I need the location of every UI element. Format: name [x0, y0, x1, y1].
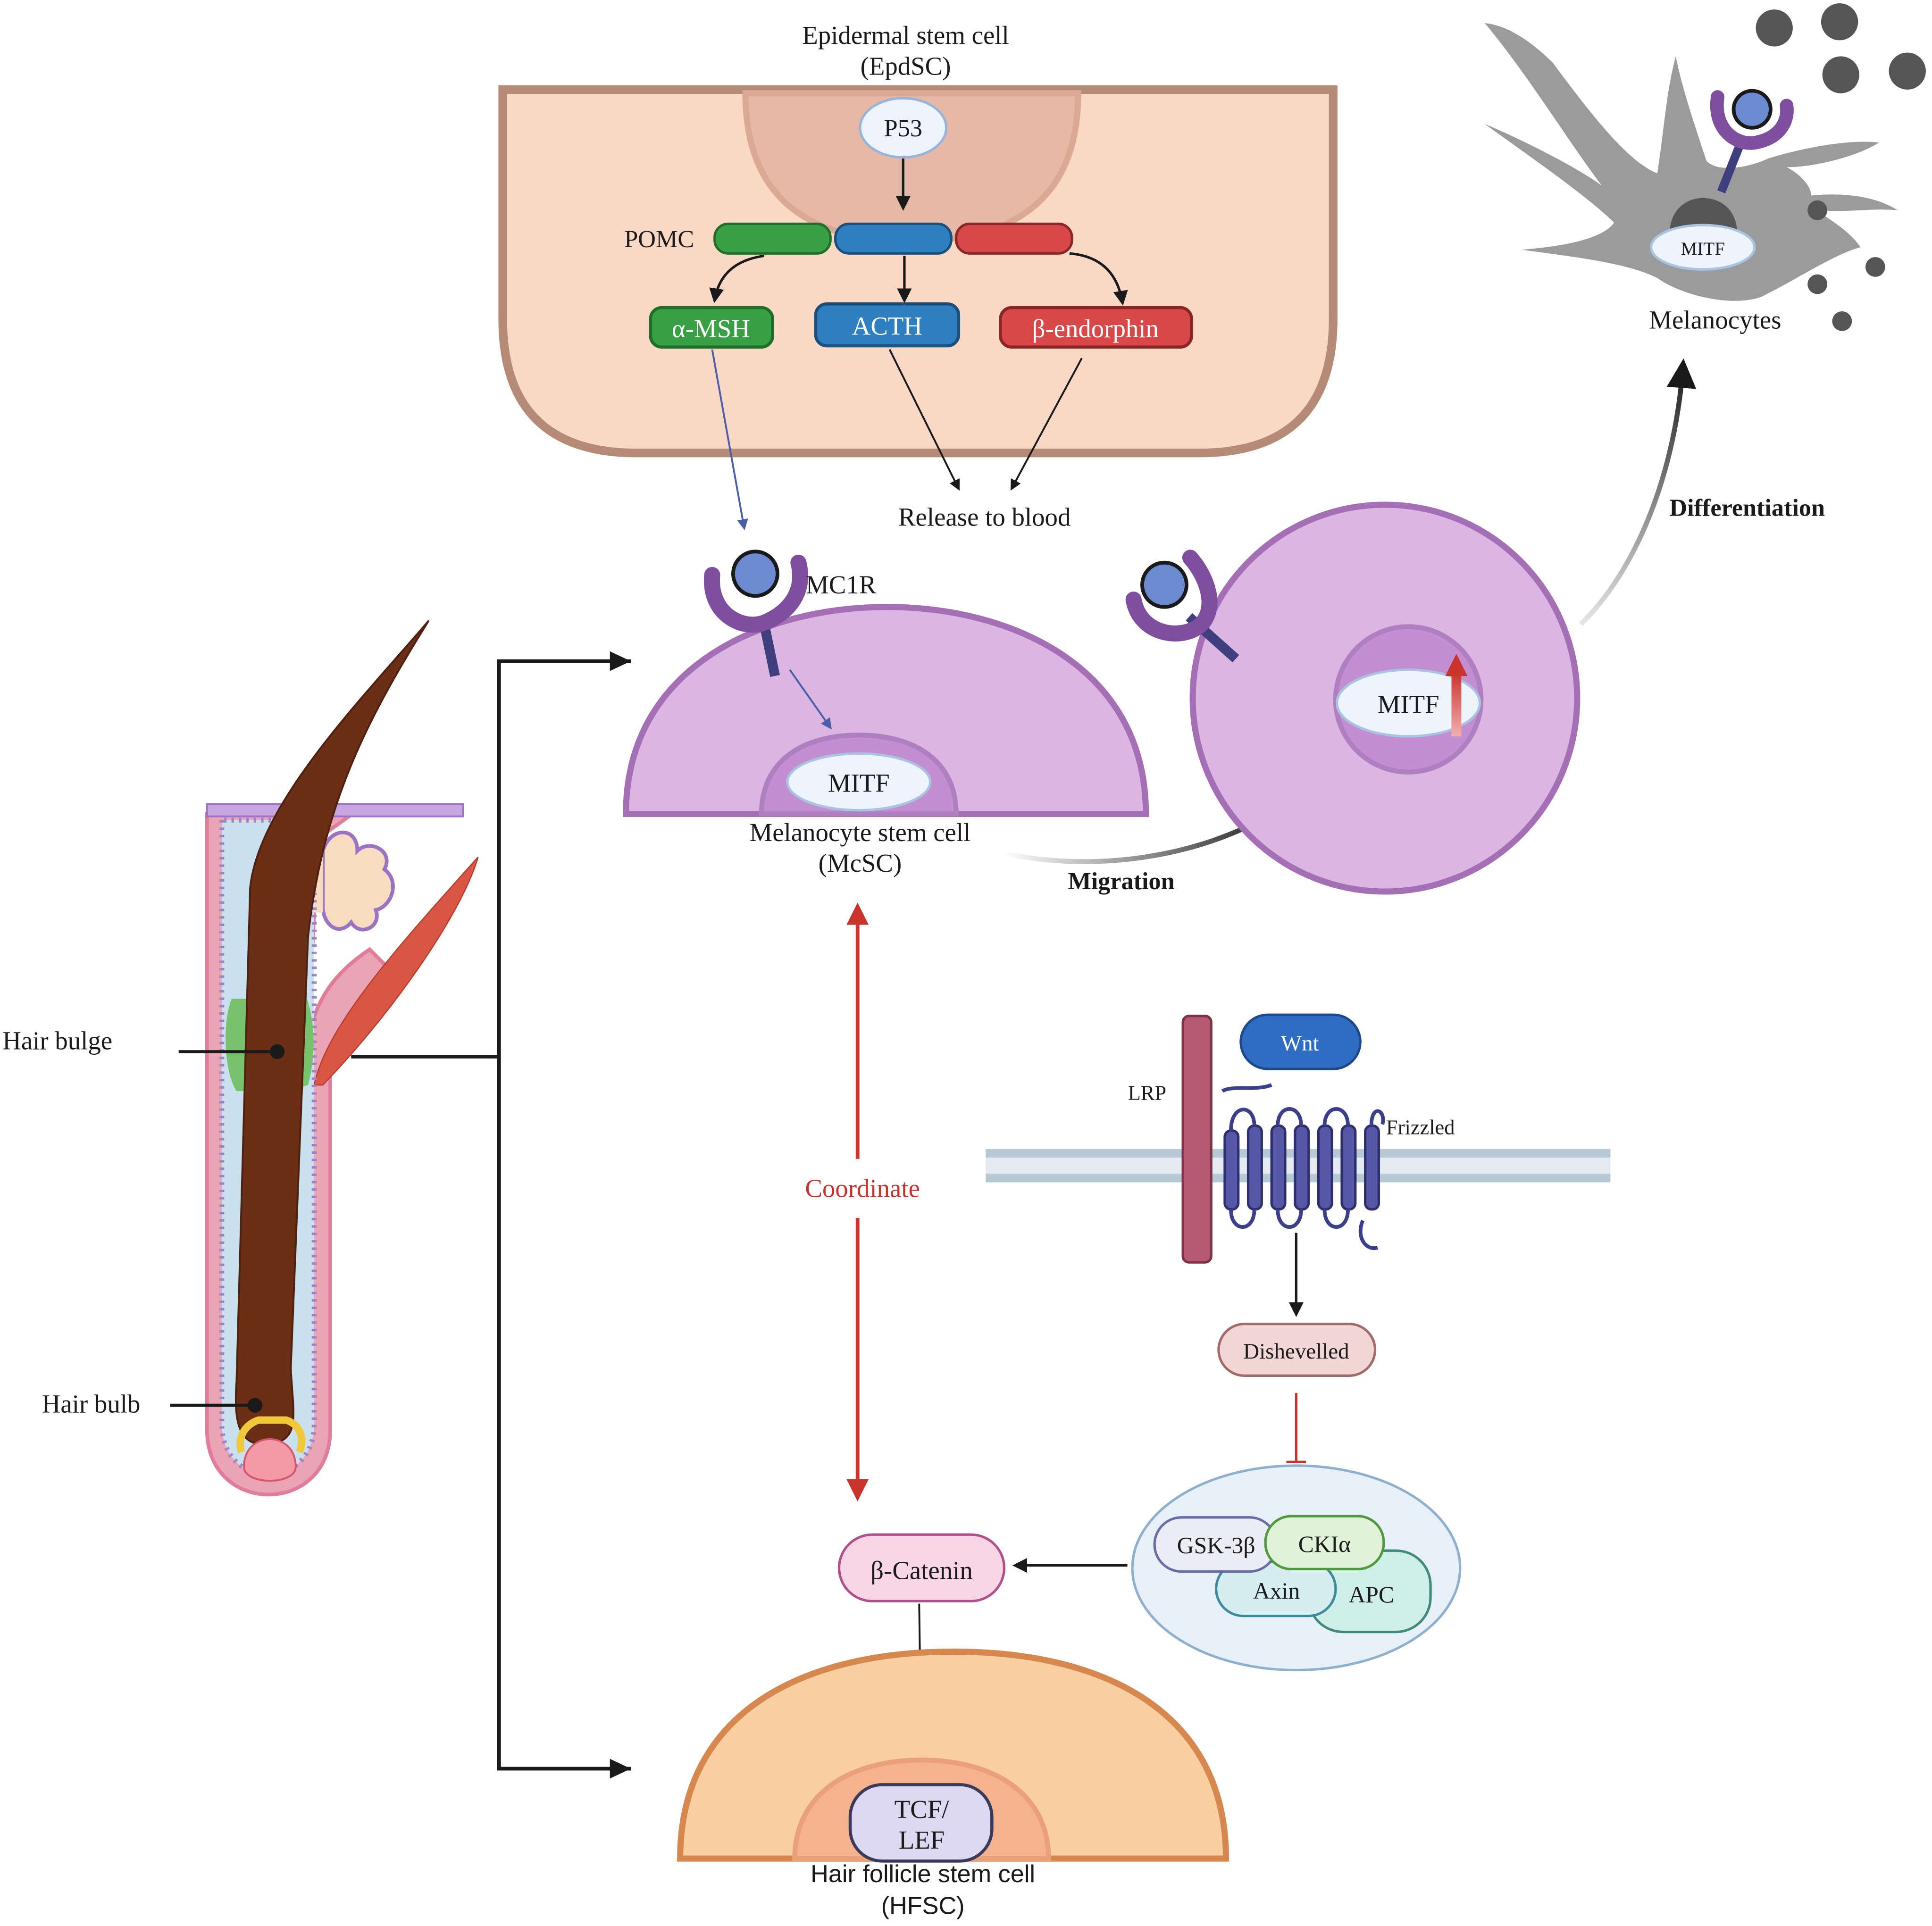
hair-bulge-label: Hair bulge [2, 1026, 112, 1055]
beta-endorphin-label: β-endorphin [1032, 314, 1158, 343]
lrp-receptor [1181, 1015, 1213, 1264]
beta-endorphin-to-blood-arrow [1010, 358, 1083, 491]
mc1r-label: MC1R [806, 570, 877, 599]
hair-bulge-dot [269, 1044, 285, 1059]
tcf-label-line1: TCF/ [895, 1795, 950, 1824]
wnt-label: Wnt [1281, 1031, 1319, 1056]
hair-bulb-dot [247, 1398, 263, 1413]
migrated-melanocyte-cell: MITF Differentiation [1125, 358, 1825, 895]
wnt-signaling-pathway: LRP Wnt [837, 1013, 1611, 1784]
bulge-bracket-connector [351, 651, 631, 1779]
melanocyte-mitf-label: MITF [1681, 239, 1725, 259]
epidermal-stem-cell: Epidermal stem cell (EpdSC) P53 POMC α-M… [498, 21, 1338, 531]
epidermal-title-line1: Epidermal stem cell [802, 21, 1009, 50]
beta-catenin-label: β-Catenin [870, 1556, 973, 1584]
hair-bulb-label: Hair bulb [42, 1390, 141, 1418]
dermal-papilla [243, 1438, 297, 1482]
pomc-blue-segment [834, 222, 953, 255]
melanocytes-title: Melanocytes [1649, 306, 1781, 334]
mcsc-title-line2: (McSC) [819, 849, 902, 877]
arrector-pili-muscle [313, 857, 479, 1086]
cki-node [1264, 1515, 1385, 1571]
migrated-receptor-icon [1125, 550, 1239, 663]
hair-follicle-illustration: Hair bulge Hair bulb [2, 620, 479, 1497]
migrated-mitf-label: MITF [1378, 690, 1439, 718]
hfsc-title-line1: Hair follicle stem cell [811, 1860, 1035, 1888]
tcf-lef-node [848, 1783, 994, 1863]
melanocyte-mitf-node [1649, 224, 1756, 271]
pomc-red-segment [954, 222, 1073, 255]
mc1r-to-mitf-arrow [789, 669, 832, 730]
pomc-to-alpha-msh-arrow [709, 254, 764, 303]
beta-catenin-node [837, 1533, 1006, 1602]
dishevelled-label: Dishevelled [1243, 1339, 1349, 1364]
differentiation-arrow [1579, 358, 1697, 626]
release-to-blood-label: Release to blood [898, 502, 1071, 531]
frizzled-label: Frizzled [1386, 1116, 1455, 1139]
p53-label: P53 [884, 115, 922, 142]
migrated-mitf-node [1335, 668, 1481, 738]
frizzled-receptor [1221, 1083, 1385, 1251]
alpha-msh-to-mc1r-arrow [711, 349, 748, 531]
mc1r-receptor-icon [704, 550, 808, 677]
pomc-label: POMC [624, 225, 694, 253]
hfsc-title-line2: (HFSC) [881, 1893, 965, 1920]
beta-endorphin-box [999, 306, 1193, 349]
tcf-label-line2: LEF [899, 1826, 945, 1854]
mcsc-mitf-label: MITF [828, 768, 890, 797]
mcsc-cell-body [623, 604, 1149, 817]
axin-label: Axin [1253, 1578, 1300, 1604]
melanocyte-stem-cell: MITF MC1R Melanocyte stem cell (McSC) Mi… [623, 550, 1291, 895]
sebaceous-gland [321, 830, 395, 932]
lrp-label: LRP [1128, 1081, 1166, 1104]
mitf-upregulation-arrow-icon [1445, 653, 1468, 736]
pomc-green-segment [713, 222, 832, 255]
melanocytes: MITF Melanocytes [1484, 3, 1926, 334]
dishevelled-node [1217, 1323, 1377, 1377]
epidermal-cell-body [498, 85, 1338, 458]
acth-box [814, 302, 961, 348]
bulb-matrix-cells [236, 1416, 305, 1454]
melanin-granules [1756, 3, 1926, 331]
coordinate-arrow: Coordinate [805, 902, 920, 1501]
hair-follicle-stem-cell: TCF/ LEF Hair follicle stem cell (HFSC) [677, 1648, 1229, 1920]
melanocyte-receptor-icon [1710, 89, 1794, 193]
melanocyte-body [1484, 23, 1898, 301]
differentiation-label: Differentiation [1669, 494, 1825, 521]
cki-label: CKIα [1298, 1531, 1351, 1557]
alpha-msh-box [649, 306, 774, 349]
mcsc-title-line1: Melanocyte stem cell [749, 818, 970, 847]
p53-node [859, 97, 948, 159]
acth-label: ACTH [852, 312, 922, 341]
migration-label: Migration [1068, 867, 1174, 895]
acth-to-blood-arrow [888, 349, 960, 491]
gsk-label: GSK-3β [1177, 1532, 1255, 1558]
apc-label: APC [1348, 1582, 1394, 1608]
mcsc-mitf-node [786, 752, 932, 812]
pomc-to-beta-endorphin-arrow [1069, 252, 1128, 306]
wnt-ligand [1239, 1013, 1362, 1070]
coordinate-label: Coordinate [805, 1174, 920, 1203]
alpha-msh-label: α-MSH [672, 314, 750, 343]
epidermal-title-line2: (EpdSC) [861, 52, 951, 81]
